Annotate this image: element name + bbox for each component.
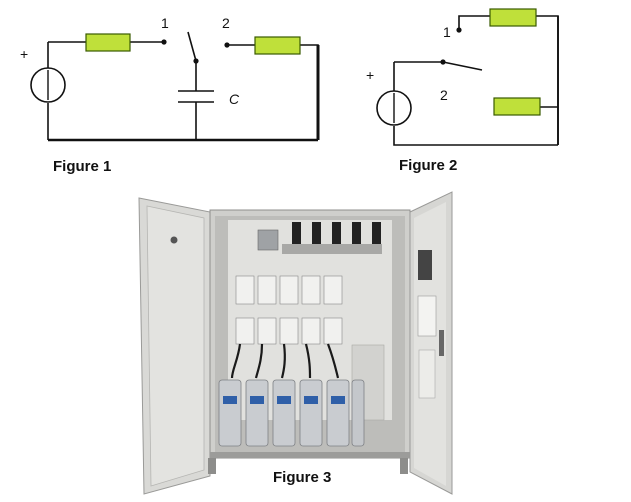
- figure2-resistor-top: [489, 8, 537, 27]
- figure3-capacitor-cans: [218, 379, 365, 447]
- figure2-caption: Figure 2: [399, 157, 458, 174]
- figure2-resistor-bottom: [493, 97, 541, 116]
- figure2-wires: [393, 15, 559, 146]
- figure1-resistor-left: [85, 33, 131, 52]
- figure1-contact-1: [161, 39, 167, 45]
- figure2-switch-blade: [442, 61, 483, 71]
- figure1-contact-2: [224, 42, 230, 48]
- figure3-caption: Figure 3: [273, 469, 332, 486]
- figure1-resistor-right: [254, 36, 301, 55]
- figure3-capacitor-bank-photo: [138, 191, 453, 495]
- figure1-switch-blade: [187, 31, 197, 62]
- figure1-plus-sign: +: [20, 46, 28, 62]
- figure2-label-1: 1: [443, 24, 451, 40]
- figure2-label-2: 2: [440, 87, 448, 103]
- figure2-plus-sign: +: [366, 67, 374, 83]
- figure1-label-2: 2: [222, 15, 230, 31]
- figure3-door-lock: [170, 236, 178, 244]
- figure3-cabinet-base: [210, 452, 410, 458]
- figure1-label-1: 1: [161, 15, 169, 31]
- figure1-capacitor-label: C: [229, 91, 240, 107]
- figure1-caption: Figure 1: [53, 158, 112, 175]
- figure2-contact-1: [456, 27, 462, 33]
